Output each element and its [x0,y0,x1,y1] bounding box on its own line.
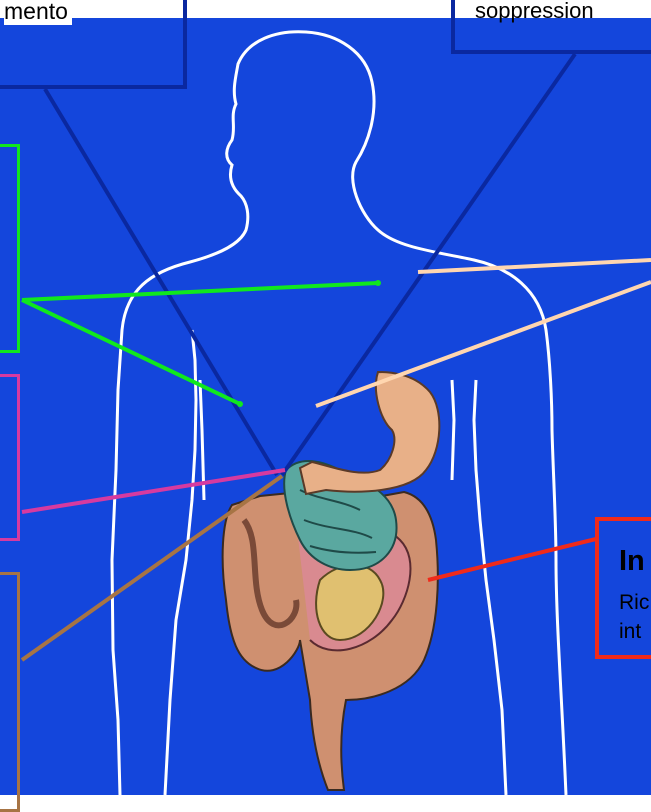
right-torso-line-icon [452,380,454,480]
diagram-stage: mento soppression In Ric int [0,0,651,795]
label-red-title: In [619,545,645,578]
diagram-graphics [0,0,651,795]
label-red-line2: int [619,620,641,643]
right-arm-inner-line-icon [474,380,506,795]
label-box-top-left: mento [0,0,187,89]
connector-top-left [45,89,277,475]
connector-peach-upper [418,260,651,272]
connector-peach-lower [316,282,651,406]
label-red-text: Ric int [619,588,649,646]
connector-green-lower [22,300,240,404]
label-top-left: mento [4,0,72,25]
label-red-line1: Ric [619,591,649,614]
label-box-green [0,144,20,353]
label-box-brown [0,572,20,812]
connector-green-upper [22,283,378,300]
label-box-magenta [0,374,20,541]
label-box-red: In Ric int [595,517,651,659]
stomach-illustration-icon [300,372,439,494]
label-box-top-right: soppression [451,0,651,54]
intestines-illustration-icon [223,461,438,790]
label-top-right: soppression [475,0,594,22]
connector-red [428,539,596,580]
left-arm-inner-line-icon [165,330,196,795]
